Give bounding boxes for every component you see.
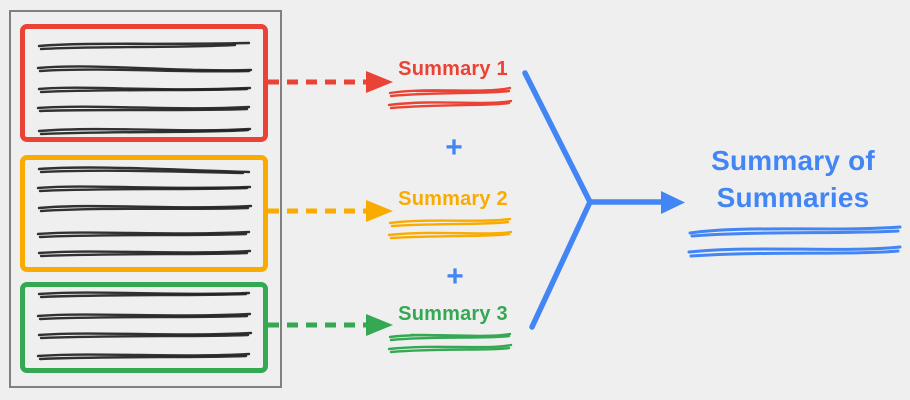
result-title-line1: Summary of [711,145,875,176]
source-document-outline [9,10,282,388]
summary-1-label: Summary 1 [398,58,508,80]
handwritten-text-lines [36,41,253,136]
dashed-arrow-section1-to-summary1 [268,71,393,93]
handwritten-text-lines [36,166,253,258]
summary-3-label: Summary 3 [398,303,508,325]
summary-3-scribble-lines [387,332,513,354]
result-title-line2: Summaries [716,182,870,213]
summary-1-scribble-lines [387,86,513,110]
result-scribble-lines [687,225,902,258]
summary-2-scribble-lines [387,217,513,240]
summary-2-label: Summary 2 [398,188,508,210]
plus-icon: + [445,131,463,164]
merge-arrow [522,70,685,330]
result-title: Summary of Summaries [688,142,898,216]
section-3-text-scribbles [36,291,253,361]
dashed-arrow-section2-to-summary2 [268,200,393,222]
document-section-2-orange [20,155,268,272]
section-1-text-scribbles [36,41,253,136]
handwritten-text-lines [36,291,253,361]
section-2-text-scribbles [36,166,253,258]
plus-icon: + [446,260,464,293]
document-section-1-red [20,24,268,142]
document-section-3-green [20,282,268,373]
dashed-arrow-section3-to-summary3 [268,314,393,336]
